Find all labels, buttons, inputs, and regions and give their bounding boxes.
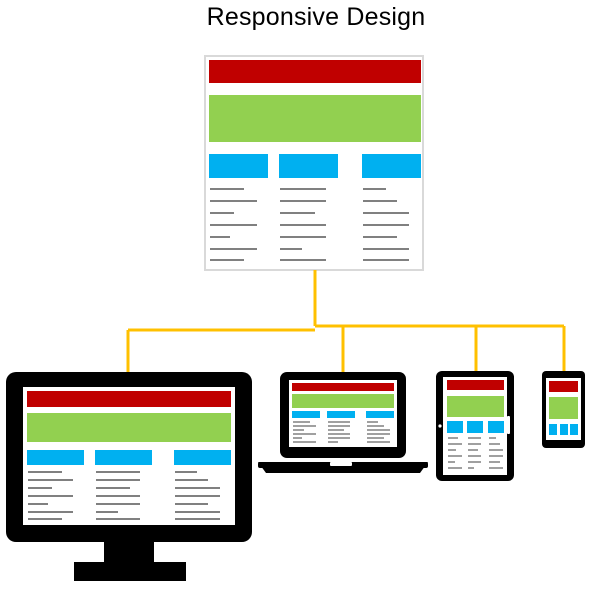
page-header-bar [209,60,421,83]
page-column-1 [209,154,268,178]
source-page-layout [204,55,424,271]
connector-lines [126,270,570,391]
page-column-2 [279,154,338,178]
page-hero-block [209,95,421,142]
laptop-icon [258,372,428,473]
tablet-icon [436,371,514,481]
monitor-icon [6,372,252,581]
page-text-lines [210,188,409,261]
page-column-3 [362,154,421,178]
diagram-title: Responsive Design [206,3,426,31]
phone-icon [542,371,585,448]
